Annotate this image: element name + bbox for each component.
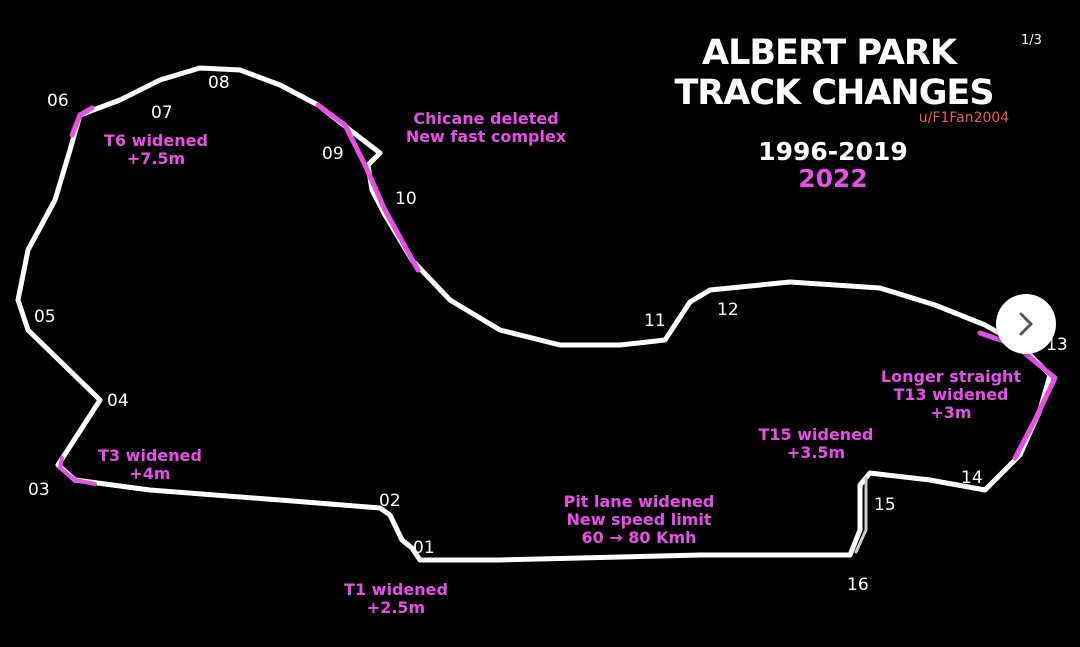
annotation-chicane-line2: New fast complex xyxy=(406,127,567,146)
annotation-t15-line2: +3.5m xyxy=(787,443,845,462)
turn-label-12: 12 xyxy=(717,300,739,320)
turn-label-05: 05 xyxy=(34,307,56,327)
annotation-t3-line1: T3 widened xyxy=(98,446,202,465)
legend-old-years: 1996-2019 xyxy=(758,137,908,166)
title-line1: ALBERT PARK xyxy=(702,33,959,73)
annotation-t3-line2: +4m xyxy=(129,464,170,483)
annotation-chicane-line1: Chicane deleted xyxy=(413,109,558,128)
new-t15-section xyxy=(854,476,868,554)
turn-label-06: 06 xyxy=(47,91,69,111)
turn-label-02: 02 xyxy=(379,491,401,511)
annotation-t6-line2: +7.5m xyxy=(127,149,185,168)
turn-label-07: 07 xyxy=(151,103,173,123)
annotation-t1-line2: +2.5m xyxy=(367,598,425,617)
turn-label-09: 09 xyxy=(322,144,344,164)
turn-label-08: 08 xyxy=(208,73,230,93)
chevron-right-icon xyxy=(1019,312,1033,336)
annotation-t1-line1: T1 widened xyxy=(344,580,448,599)
turn-label-14: 14 xyxy=(961,468,983,488)
annotation-t6-line1: T6 widened xyxy=(104,131,208,150)
annotation-t15-line1: T15 widened xyxy=(758,425,873,444)
page-indicator: 1/3 xyxy=(1021,33,1042,48)
annotation-pit-line3: 60 → 80 Kmh xyxy=(581,528,696,547)
new-t6-section xyxy=(69,105,95,138)
annotation-t13-line1: Longer straight xyxy=(881,367,1022,386)
title-line2: TRACK CHANGES xyxy=(674,73,993,113)
next-slide-button[interactable] xyxy=(996,294,1056,354)
new-chicane-section xyxy=(315,102,421,273)
annotation-pit-line2: New speed limit xyxy=(566,510,711,529)
legend-new-years: 2022 xyxy=(798,164,868,193)
turn-label-03: 03 xyxy=(28,480,50,500)
annotation-t13-line2: T13 widened xyxy=(893,385,1008,404)
turn-label-01: 01 xyxy=(413,538,435,558)
turn-label-10: 10 xyxy=(395,189,417,209)
turn-label-04: 04 xyxy=(107,391,129,411)
turn-label-15: 15 xyxy=(874,495,896,515)
turn-label-13: 13 xyxy=(1046,335,1068,355)
turn-label-11: 11 xyxy=(644,311,666,331)
turn-label-16: 16 xyxy=(847,575,869,595)
annotation-pit-line1: Pit lane widened xyxy=(564,492,715,511)
annotation-t13-line3: +3m xyxy=(930,403,971,422)
author-credit: u/F1Fan2004 xyxy=(919,110,1009,126)
new-t3-section xyxy=(57,456,97,486)
